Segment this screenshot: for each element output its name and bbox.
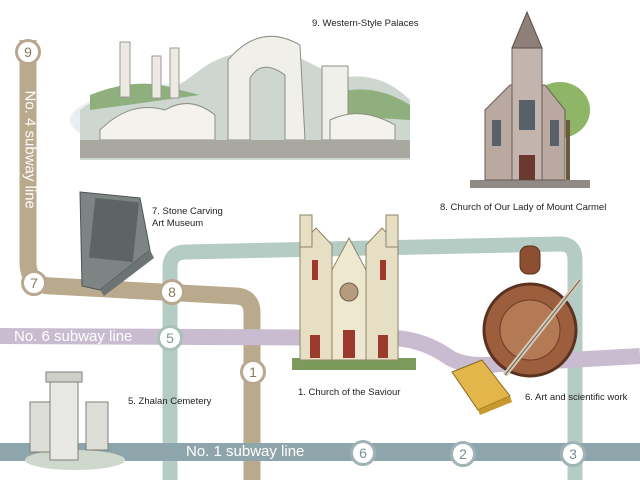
line-1-label: No. 1 subway line bbox=[186, 443, 305, 460]
label-art-scientific: 6. Art and scientific work bbox=[525, 392, 628, 403]
station-8[interactable]: 8 bbox=[159, 279, 185, 305]
station-2[interactable]: 2 bbox=[450, 441, 476, 467]
book-illustration bbox=[451, 359, 512, 415]
label-stone-carving: 7. Stone Carving Art Museum bbox=[152, 206, 223, 229]
station-5[interactable]: 5 bbox=[157, 325, 183, 351]
line-6-label: No. 6 subway line bbox=[14, 328, 133, 345]
label-zhalan-cemetery: 5. Zhalan Cemetery bbox=[128, 396, 212, 407]
astrolabe-illustration bbox=[482, 245, 582, 378]
mount-carmel-church-illustration bbox=[470, 10, 590, 188]
station-6[interactable]: 6 bbox=[350, 440, 376, 466]
line-6-path bbox=[0, 328, 640, 374]
station-9[interactable]: 9 bbox=[15, 39, 41, 65]
line-4-label: No. 4 subway line bbox=[21, 90, 39, 209]
label-western-palaces: 9. Western-Style Palaces bbox=[312, 18, 419, 29]
station-1[interactable]: 1 bbox=[240, 359, 266, 385]
station-3[interactable]: 3 bbox=[560, 441, 586, 467]
station-7[interactable]: 7 bbox=[21, 270, 47, 296]
label-mount-carmel: 8. Church of Our Lady of Mount Carmel bbox=[440, 202, 607, 213]
church-saviour-illustration bbox=[292, 214, 416, 370]
western-palaces-illustration bbox=[70, 35, 410, 160]
stone-tablet-illustration bbox=[79, 191, 154, 296]
label-church-saviour: 1. Church of the Saviour bbox=[298, 387, 401, 398]
zhalan-cemetery-illustration bbox=[25, 371, 125, 470]
